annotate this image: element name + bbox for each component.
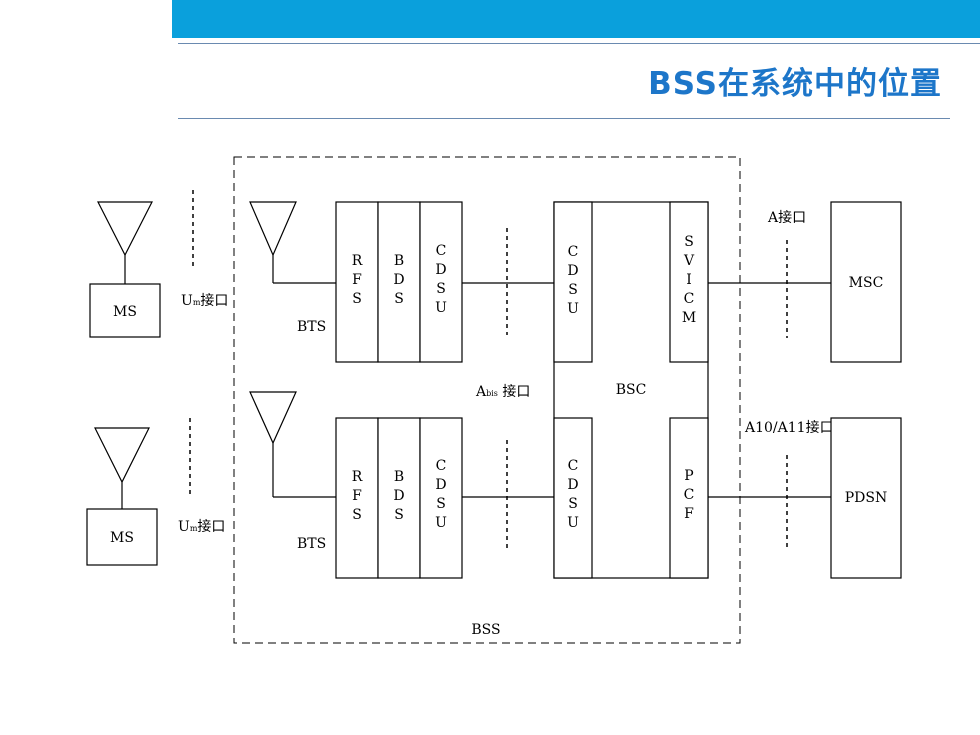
bts-top-antenna-icon <box>249 201 336 284</box>
svicm-c: C <box>684 291 695 307</box>
pcf-c: C <box>684 487 695 503</box>
bsc-label: BSC <box>616 382 647 398</box>
bss-label: BSS <box>471 622 500 638</box>
bsc-units <box>553 201 709 579</box>
bds-bottom-d: D <box>393 488 404 504</box>
slide-title: BSS在系统中的位置 <box>648 66 942 102</box>
cdsu-bts-top-s: S <box>436 281 446 297</box>
bds-top-s: S <box>394 291 404 307</box>
rfs-bottom-r: R <box>352 469 363 485</box>
bds-bottom-s: S <box>394 507 404 523</box>
bts-bottom-units <box>335 417 463 579</box>
pcf-f: F <box>684 506 694 522</box>
bss-boundary <box>233 156 741 644</box>
rfs-top-f: F <box>352 272 362 288</box>
cdsu-bts-bottom-s: S <box>436 496 446 512</box>
cdsu-bts-bottom-d: D <box>435 477 446 493</box>
um-top-label: Um接口 <box>181 292 228 309</box>
ms-top-label: MS <box>113 304 137 320</box>
rfs-top-s: S <box>352 291 362 307</box>
msc-label: MSC <box>849 275 884 291</box>
bts-bottom-label: BTS <box>297 536 326 552</box>
svicm-v: V <box>683 253 695 269</box>
bds-bottom-b: B <box>394 469 404 485</box>
pdsn-label: PDSN <box>845 490 888 506</box>
rfs-bottom-s: S <box>352 507 362 523</box>
svicm-i: I <box>686 272 692 288</box>
cdsu-bsc-bottom-c: C <box>568 458 579 474</box>
msc-box <box>830 201 902 363</box>
cdsu-bsc-bottom-s: S <box>568 496 578 512</box>
bts-top-label: BTS <box>297 319 326 335</box>
cdsu-bts-bottom-c: C <box>436 458 447 474</box>
ms-bottom-label: MS <box>110 530 134 546</box>
cdsu-bsc-bottom-d: D <box>567 477 578 493</box>
bds-top-d: D <box>393 272 404 288</box>
bts-bottom-antenna-icon <box>249 391 336 498</box>
abis-label: Abis 接口 <box>475 383 530 400</box>
bds-top-b: B <box>394 253 404 269</box>
svicm-m: M <box>682 310 696 326</box>
cdsu-bsc-top-d: D <box>567 263 578 279</box>
cdsu-bsc-bottom-u: U <box>567 515 579 531</box>
svicm-s: S <box>684 234 694 250</box>
a10-interface-label: A10/A11接口 <box>744 419 834 436</box>
cdsu-bts-bottom-u: U <box>435 515 447 531</box>
a-interface-label: A接口 <box>767 209 806 226</box>
cdsu-bts-top-d: D <box>435 262 446 278</box>
rfs-top-r: R <box>352 253 363 269</box>
header-divider <box>178 43 980 44</box>
cdsu-bts-top-c: C <box>436 243 447 259</box>
ms-top-box <box>89 283 161 338</box>
pcf-p: P <box>684 468 693 484</box>
pdsn-box <box>830 417 902 579</box>
header-bar <box>172 0 980 38</box>
cdsu-bsc-top-c: C <box>568 244 579 260</box>
ms-bottom-antenna-icon <box>94 427 150 509</box>
cdsu-bsc-top-s: S <box>568 282 578 298</box>
bts-top-units <box>335 201 463 363</box>
um-bottom-label: Um接口 <box>178 518 225 535</box>
ms-top-antenna-icon <box>97 201 153 284</box>
cdsu-bsc-top-u: U <box>567 301 579 317</box>
cdsu-bts-top-u: U <box>435 300 447 316</box>
ms-bottom-box <box>86 508 158 566</box>
title-underline <box>178 118 950 119</box>
rfs-bottom-f: F <box>352 488 362 504</box>
